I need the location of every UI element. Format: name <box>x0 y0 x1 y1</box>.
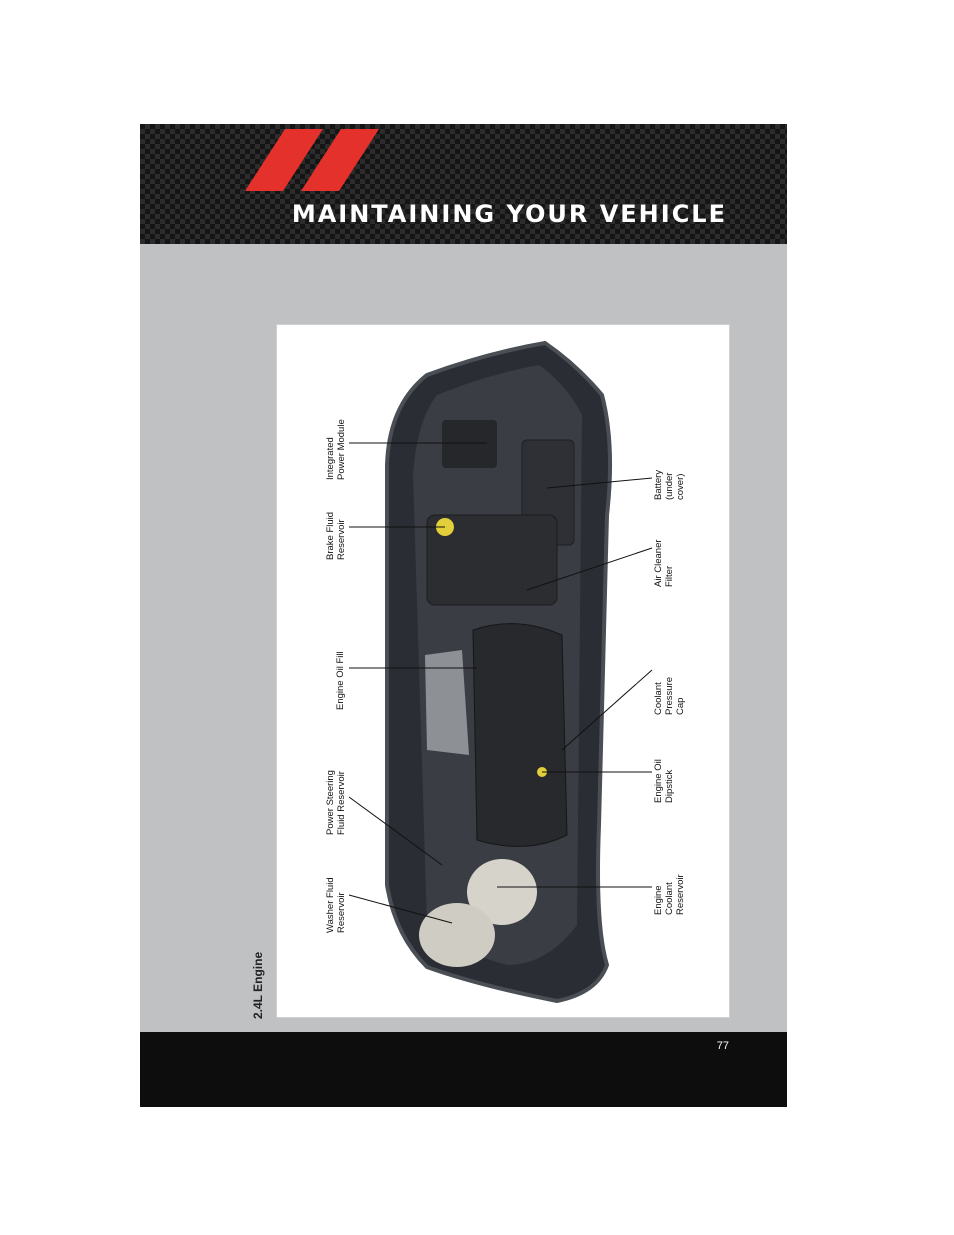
section-header: MAINTAINING YOUR VEHICLE <box>140 124 787 244</box>
page-number: 77 <box>716 1040 729 1052</box>
label-engine-oil-fill: Engine Oil Fill <box>335 651 346 710</box>
label-coolant-pressure-cap: Coolant Pressure Cap <box>653 676 686 715</box>
label-air-cleaner-filter: Air Cleaner Filter <box>653 539 675 587</box>
label-engine-oil-dipstick: Engine Oil Dipstick <box>653 759 675 803</box>
label-brake-fluid-reservoir: Brake Fluid Reservoir <box>325 511 347 560</box>
brand-stripes-logo <box>245 129 379 191</box>
label-power-steering-fluid-reservoir: Power Steering Fluid Reservoir <box>325 770 347 835</box>
section-title: MAINTAINING YOUR VEHICLE <box>291 200 727 228</box>
integrated-power-module-shape <box>442 420 497 468</box>
manual-page: MAINTAINING YOUR VEHICLE <box>140 124 787 1107</box>
air-cleaner-shape <box>426 514 558 606</box>
figure-caption: 2.4L Engine <box>251 951 265 1019</box>
washer-reservoir-shape <box>419 903 495 967</box>
coolant-reservoir-shape <box>467 859 537 925</box>
engine-photo <box>348 340 653 1004</box>
leader-lines <box>348 442 653 924</box>
label-integrated-power-module: Integrated Power Module <box>325 419 347 480</box>
page-footer: 77 <box>140 1032 787 1107</box>
label-washer-fluid-reservoir: Washer Fluid Reservoir <box>325 877 347 933</box>
engine-cover-shape <box>472 623 568 847</box>
label-engine-coolant-reservoir: Engine Coolant Reservoir <box>653 874 686 915</box>
heat-shield-shape <box>425 650 469 755</box>
engine-figure: Integrated Power Module Brake Fluid Rese… <box>276 324 730 1018</box>
label-battery: Battery (under cover) <box>653 469 686 500</box>
